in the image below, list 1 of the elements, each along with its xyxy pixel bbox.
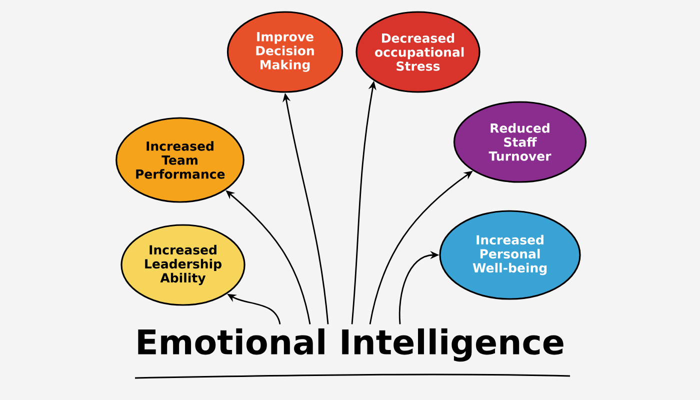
title-text: Emotional Intelligence	[138, 328, 564, 362]
